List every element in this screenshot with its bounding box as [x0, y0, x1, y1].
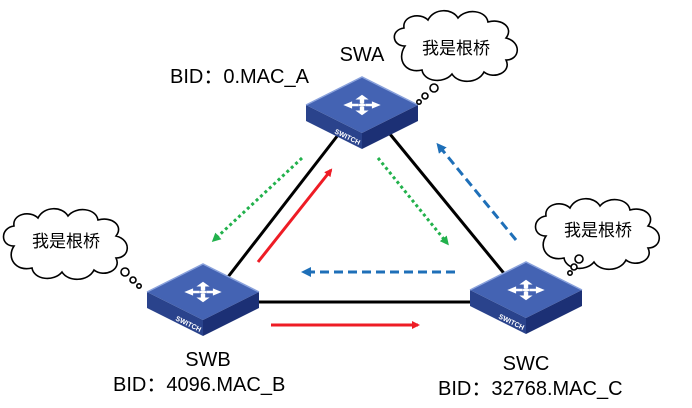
green-arrow-swa-to-swb	[211, 156, 304, 243]
blue-arrow-swc-to-swa	[436, 142, 518, 241]
green-arrows	[211, 156, 449, 246]
switch-swc: SWITCH	[469, 261, 583, 334]
thought-cloud-swa: 我是根桥	[393, 9, 519, 106]
thought-text-swc: 我是根桥	[564, 221, 632, 241]
bid-label-swa: BID：0.MAC_A	[170, 66, 310, 88]
switch-name-swc: SWC	[503, 353, 550, 375]
red-arrow-swb-to-swa	[256, 168, 333, 263]
blue-arrows	[301, 142, 518, 277]
switch-swa: SWITCH	[305, 76, 419, 149]
links	[212, 127, 518, 304]
switch-swb: SWITCH	[146, 263, 260, 336]
thought-text-swb: 我是根桥	[32, 232, 100, 252]
switch-name-swa: SWA	[340, 44, 385, 66]
link-swa-swc	[383, 127, 518, 289]
thought-cloud-swc: 我是根桥	[534, 197, 661, 276]
red-arrows	[256, 168, 420, 329]
link-swa-swb	[212, 134, 340, 296]
bid-label-swb: BID：4096.MAC_B	[113, 374, 285, 396]
bid-label-swc: BID：32768.MAC_C	[438, 378, 623, 400]
thought-text-swa: 我是根桥	[422, 39, 490, 59]
green-arrow-swa-to-swc	[376, 157, 449, 246]
switch-name-swb: SWB	[185, 349, 231, 371]
thought-cloud-swb: 我是根桥	[2, 207, 143, 289]
